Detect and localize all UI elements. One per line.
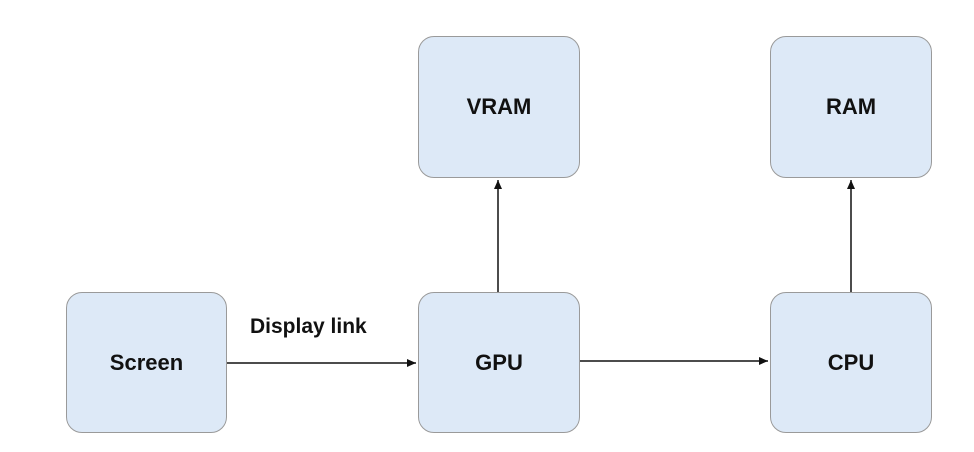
gpu-node: GPU — [418, 292, 580, 433]
gpu-label: GPU — [475, 349, 523, 375]
cpu-label: CPU — [827, 349, 875, 375]
vram-label: VRAM — [466, 94, 532, 119]
cpu-node: CPU — [770, 292, 932, 433]
screen-label: Screen — [109, 349, 184, 375]
ram-node: RAM — [770, 36, 932, 178]
ram-label: RAM — [825, 94, 877, 119]
vram-node: VRAM — [418, 36, 580, 178]
screen-node: Screen — [66, 292, 227, 433]
display-link-label: Display link — [250, 315, 367, 338]
